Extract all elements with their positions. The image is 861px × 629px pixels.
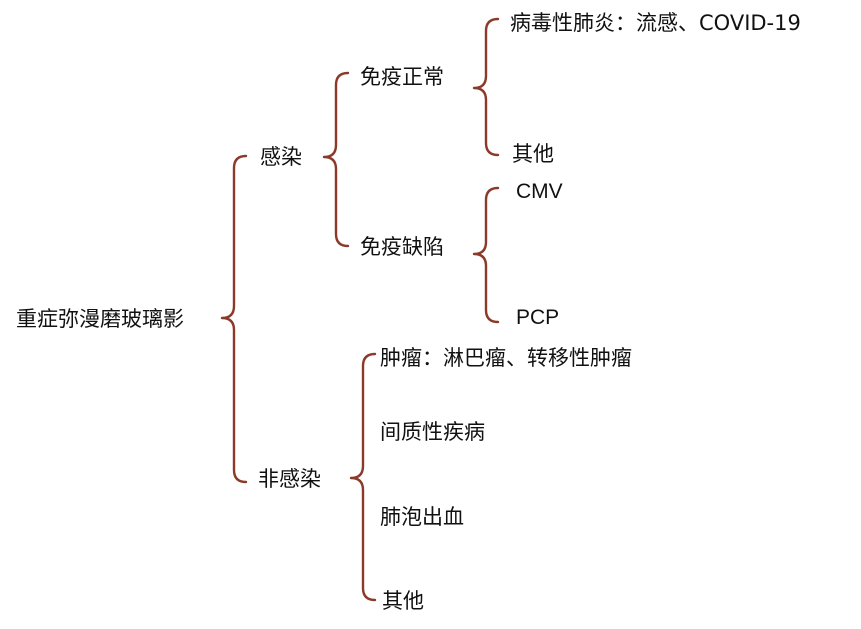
immune-normal-node: 免疫正常 <box>360 65 444 89</box>
immune-normal-bracket-path <box>472 17 500 157</box>
root-bracket <box>220 154 248 484</box>
immune-deficient-bracket-path <box>472 186 500 324</box>
immune-deficient-bracket <box>472 186 500 324</box>
non-infection-bracket-path <box>349 352 377 602</box>
interstitial-disease-leaf: 间质性疾病 <box>380 420 485 444</box>
alveolar-hemorrhage-leaf: 肺泡出血 <box>380 505 464 529</box>
non-infection-other-leaf: 其他 <box>382 589 424 613</box>
infection-node: 感染 <box>260 145 302 169</box>
root-node: 重症弥漫磨玻璃影 <box>16 307 184 331</box>
immune-normal-other-leaf: 其他 <box>512 142 554 166</box>
non-infection-bracket <box>349 352 377 602</box>
infection-bracket <box>322 71 350 248</box>
tumor-leaf: 肿瘤：淋巴瘤、转移性肿瘤 <box>380 346 632 370</box>
immune-normal-bracket <box>472 17 500 157</box>
immune-deficient-node: 免疫缺陷 <box>360 235 444 259</box>
root-bracket-path <box>220 154 248 484</box>
viral-pneumonia-leaf: 病毒性肺炎：流感、COVID-19 <box>510 11 801 35</box>
non-infection-node: 非感染 <box>258 467 321 491</box>
cmv-leaf: CMV <box>516 180 563 203</box>
pcp-leaf: PCP <box>516 306 560 329</box>
infection-bracket-path <box>322 71 350 248</box>
